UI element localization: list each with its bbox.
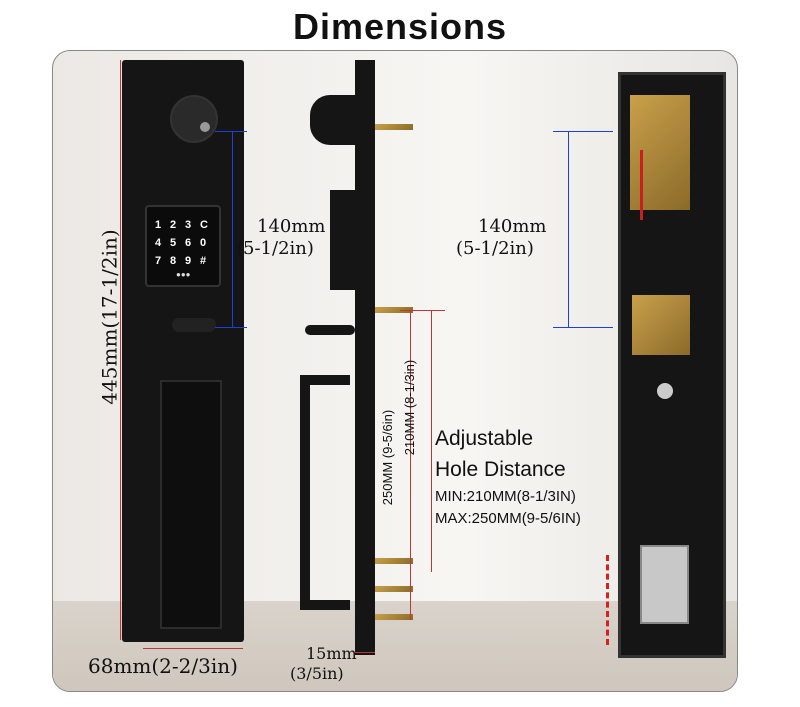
screw-post-mid [375,307,413,313]
key-6: 6 [185,237,192,249]
back-spacing-top-tick [553,131,613,132]
keyhole-icon [200,122,210,132]
front-spacing-bottom-tick [215,327,247,328]
back-latch-mechanism [632,295,690,355]
key-c: C [200,219,208,231]
back-spacing-line [568,131,569,327]
deadbolt-thumb [170,95,218,143]
side-thumbturn [310,95,355,145]
thumb-lever [172,318,216,332]
thickness-line [355,652,375,653]
adjustable-line2: Hole Distance [435,458,566,481]
hole-250-label: 250MM (9-5/6in) [380,409,396,506]
thickness-in: (3/5in) [290,664,344,683]
back-wiring [640,150,643,220]
adjust-arrow-icon [606,555,609,645]
adjustable-max: MAX:250MM(9-5/6IN) [435,510,581,527]
side-keypad-profile [330,190,355,290]
front-spacing-line [232,131,233,327]
key-4: 4 [155,237,162,249]
back-round-port [657,383,673,399]
screw-post-low2 [375,586,413,592]
side-handle [300,375,350,610]
screw-post-low3 [375,614,413,620]
back-hinge-plate [640,545,689,624]
front-spacing-in: (5-1/2in) [236,238,314,259]
adjustable-min: MIN:210MM(8-1/3IN) [435,488,576,505]
key-0: 0 [200,237,207,249]
back-spacing-bottom-tick [553,327,613,328]
height-line [120,60,121,640]
front-spacing-top-tick [215,131,247,132]
page-title: Dimensions [292,6,508,47]
hole-ref-line [400,310,445,311]
hole-210-line [431,310,432,572]
hole-210-label: 210MM (8-1/3in) [402,359,418,456]
back-deadbolt-mechanism [630,95,690,210]
side-plate [355,60,375,655]
thickness-mm: 15mm [306,644,357,663]
screw-post-low1 [375,558,413,564]
side-lever [305,325,355,335]
key-1: 1 [155,219,162,231]
key-9: 9 [185,255,192,267]
height-label: 445mm(17-1/2in) [97,229,122,405]
keypad-indicator: ●●● [176,270,191,279]
screw-post-top [375,124,413,130]
width-line [143,648,243,649]
hole-250-line [410,310,411,620]
key-3: 3 [185,219,192,231]
adjustable-line1: Adjustable [435,427,534,450]
back-spacing-in: (5-1/2in) [456,238,534,259]
key-7: 7 [155,255,162,267]
key-2: 2 [170,219,177,231]
keypad [145,205,221,287]
key-5: 5 [170,237,177,249]
front-spacing-mm: 140mm [257,216,326,237]
pull-handle [160,380,222,629]
key-hash: # [200,255,207,267]
back-spacing-mm: 140mm [478,216,547,237]
width-label: 68mm(2-2/3in) [88,654,238,678]
key-8: 8 [170,255,177,267]
